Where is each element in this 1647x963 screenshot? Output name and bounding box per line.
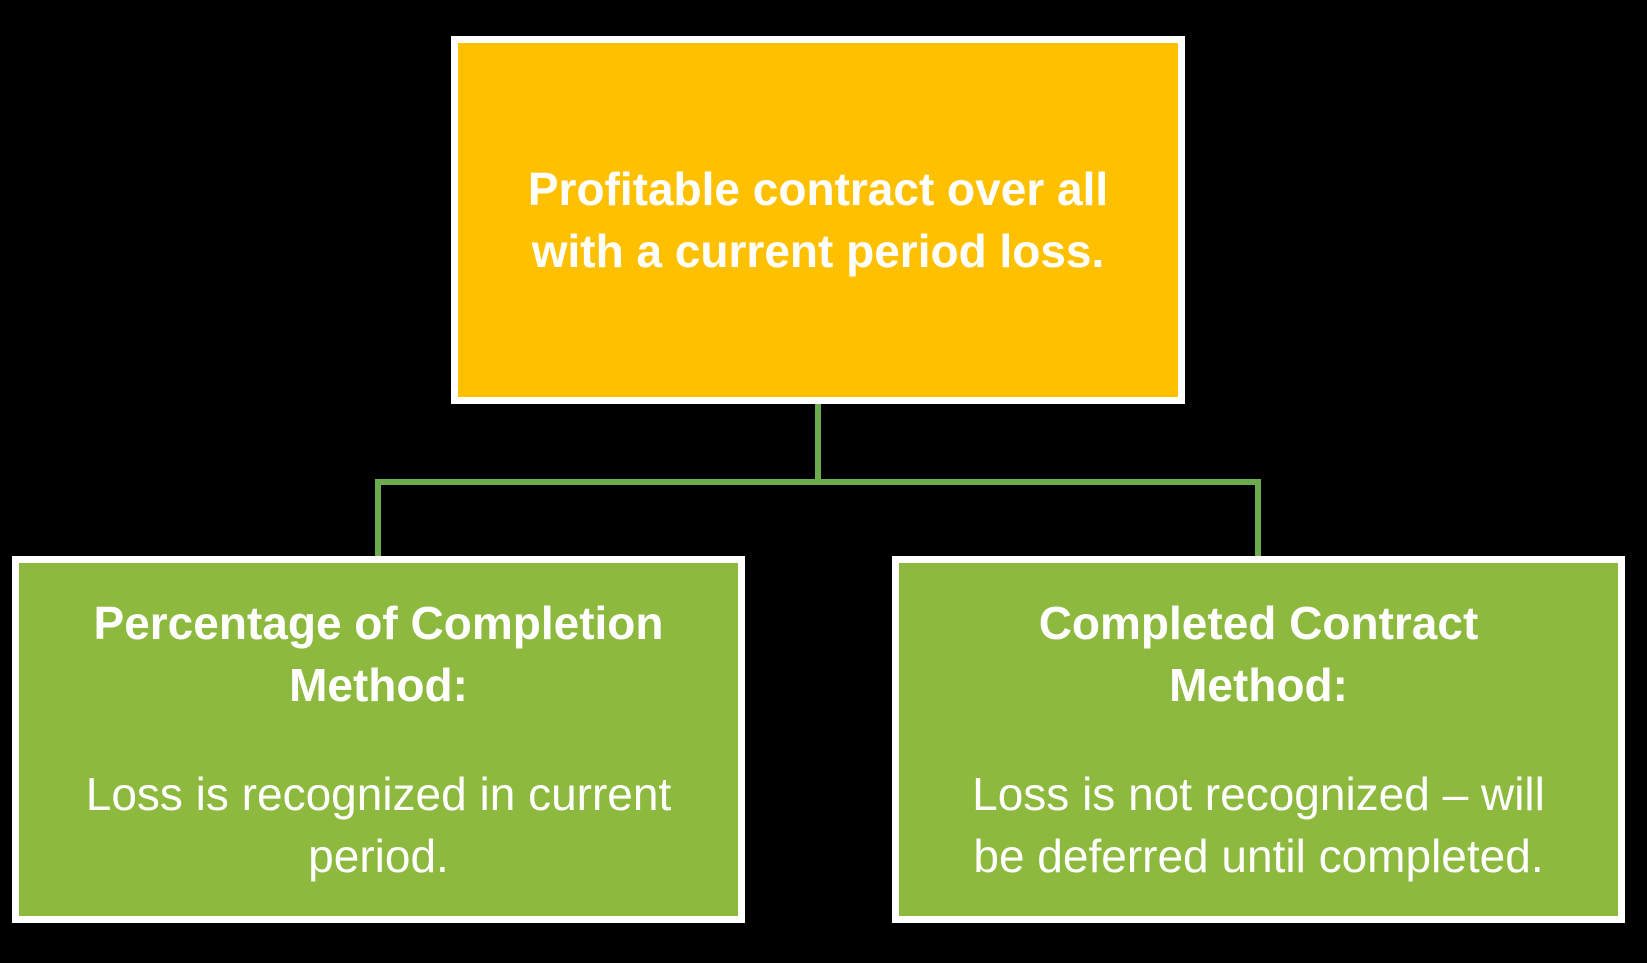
node-percentage-heading: Percentage of Completion Method: bbox=[93, 597, 664, 712]
node-completed-heading: Completed Contract Method: bbox=[1038, 597, 1479, 712]
node-profitable-contract-text: Profitable contract over all with a curr… bbox=[527, 162, 1109, 277]
connector-right-drop bbox=[1255, 479, 1261, 556]
node-percentage-body: Loss is recognized in current period. bbox=[85, 767, 672, 882]
connector-crossbar bbox=[375, 479, 1261, 485]
connector-left-drop bbox=[375, 479, 381, 556]
node-profitable-contract: Profitable contract over all with a curr… bbox=[451, 36, 1185, 404]
node-completed-contract-method: Completed Contract Method: Loss is not r… bbox=[892, 556, 1625, 923]
node-completed-body: Loss is not recognized – will be deferre… bbox=[972, 767, 1545, 882]
node-percentage-of-completion-method: Percentage of Completion Method: Loss is… bbox=[12, 556, 745, 923]
connector-stem bbox=[815, 404, 821, 485]
